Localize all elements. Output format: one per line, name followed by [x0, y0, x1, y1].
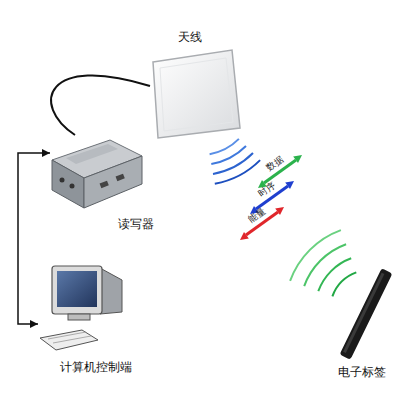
device-label: 读写器: [118, 217, 154, 231]
antenna-node: 天线: [150, 28, 245, 138]
arrow-head: [42, 149, 50, 157]
antenna-waves: [210, 139, 261, 184]
tag-waves: [290, 230, 356, 296]
computer-node: 计算机控制端: [38, 262, 168, 382]
energy-arrow: [240, 207, 284, 240]
device-label: 计算机控制端: [60, 360, 132, 374]
reader-device: [52, 140, 142, 208]
connector-line: [18, 153, 50, 324]
connector: [18, 149, 50, 328]
device-label: 天线: [178, 30, 202, 44]
connector: [51, 75, 150, 135]
device-label: 电子标签: [338, 365, 386, 379]
arrow-head: [30, 320, 38, 328]
antenna-panel: [153, 50, 240, 138]
computer-terminal: [40, 266, 122, 350]
electronic-tag: [340, 268, 393, 360]
reader-node: 读写器: [50, 135, 160, 235]
tag-node: 电子标签: [330, 262, 396, 387]
data-arrow: [258, 155, 302, 188]
connector-line: [51, 75, 150, 135]
